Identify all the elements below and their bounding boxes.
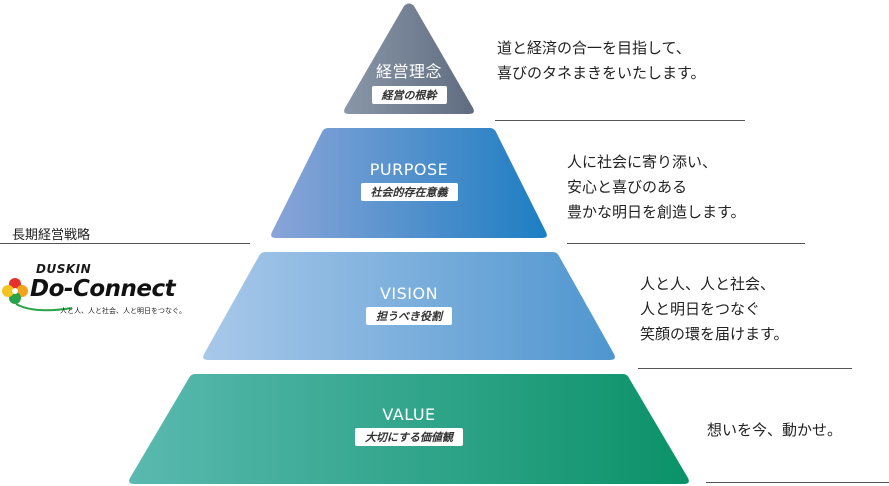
do-connect-logo: DUSKIN Do-Connect 人と人、人と社会、人と明日をつなぐ。 xyxy=(0,262,200,322)
tier-3-rule xyxy=(638,368,852,369)
tier-1-title: 経営理念 xyxy=(375,62,442,81)
logo-tagline: 人と人、人と社会、人と明日をつなぐ。 xyxy=(60,307,186,315)
tier-2-rule xyxy=(567,243,805,244)
description-line: 安心と喜びのある xyxy=(567,178,688,196)
tier-1-description: 道と経済の合一を目指して、 喜びのタネまきをいたします。 xyxy=(497,36,706,86)
tier-4-title: VALUE xyxy=(382,405,436,424)
description-line: 想いを今、動かせ。 xyxy=(707,421,843,439)
tier-1-rule xyxy=(495,120,745,121)
description-line: 道と経済の合一を目指して、 xyxy=(497,39,691,57)
tier-4-description: 想いを今、動かせ。 xyxy=(707,418,842,443)
description-line: 人と明日をつなぐ xyxy=(640,300,761,318)
logo-brand: DUSKIN xyxy=(36,262,92,276)
flower-logo-icon xyxy=(2,278,28,304)
logo-swoosh xyxy=(15,303,73,312)
tier-2-description: 人に社会に寄り添い、 安心と喜びのある 豊かな明日を創造します。 xyxy=(567,150,746,225)
strategy-rule xyxy=(0,243,250,244)
description-line: 人に社会に寄り添い、 xyxy=(567,153,718,171)
tier-3-subtitle: 担うべき役割 xyxy=(366,307,452,325)
tier-2-label: PURPOSE 社会的存在意義 xyxy=(309,160,509,201)
description-line: 笑顔の環を届けます。 xyxy=(640,325,789,343)
tier-2-title: PURPOSE xyxy=(369,160,449,179)
tier-1-label: 経営理念 経営の根幹 xyxy=(349,58,469,104)
logo-name: Do-Connect xyxy=(30,276,176,302)
tier-2-subtitle: 社会的存在意義 xyxy=(360,183,458,201)
tier-3-shape xyxy=(203,252,615,360)
tier-1-subtitle: 経営の根幹 xyxy=(371,86,447,104)
description-line: 人と人、人と社会、 xyxy=(640,275,776,293)
tier-3-title: VISION xyxy=(379,284,439,303)
tier-3-description: 人と人、人と社会、 人と明日をつなぐ 笑顔の環を届けます。 xyxy=(640,272,789,347)
tier-4-subtitle: 大切にする価値観 xyxy=(354,428,464,446)
tier-3-label: VISION 担うべき役割 xyxy=(309,284,509,325)
tier-4-label: VALUE 大切にする価値観 xyxy=(309,405,509,446)
strategy-title: 長期経営戦略 xyxy=(12,228,91,243)
tier-4-rule xyxy=(706,482,889,483)
description-line: 喜びのタネまきをいたします。 xyxy=(497,64,706,82)
description-line: 豊かな明日を創造します。 xyxy=(567,203,746,221)
